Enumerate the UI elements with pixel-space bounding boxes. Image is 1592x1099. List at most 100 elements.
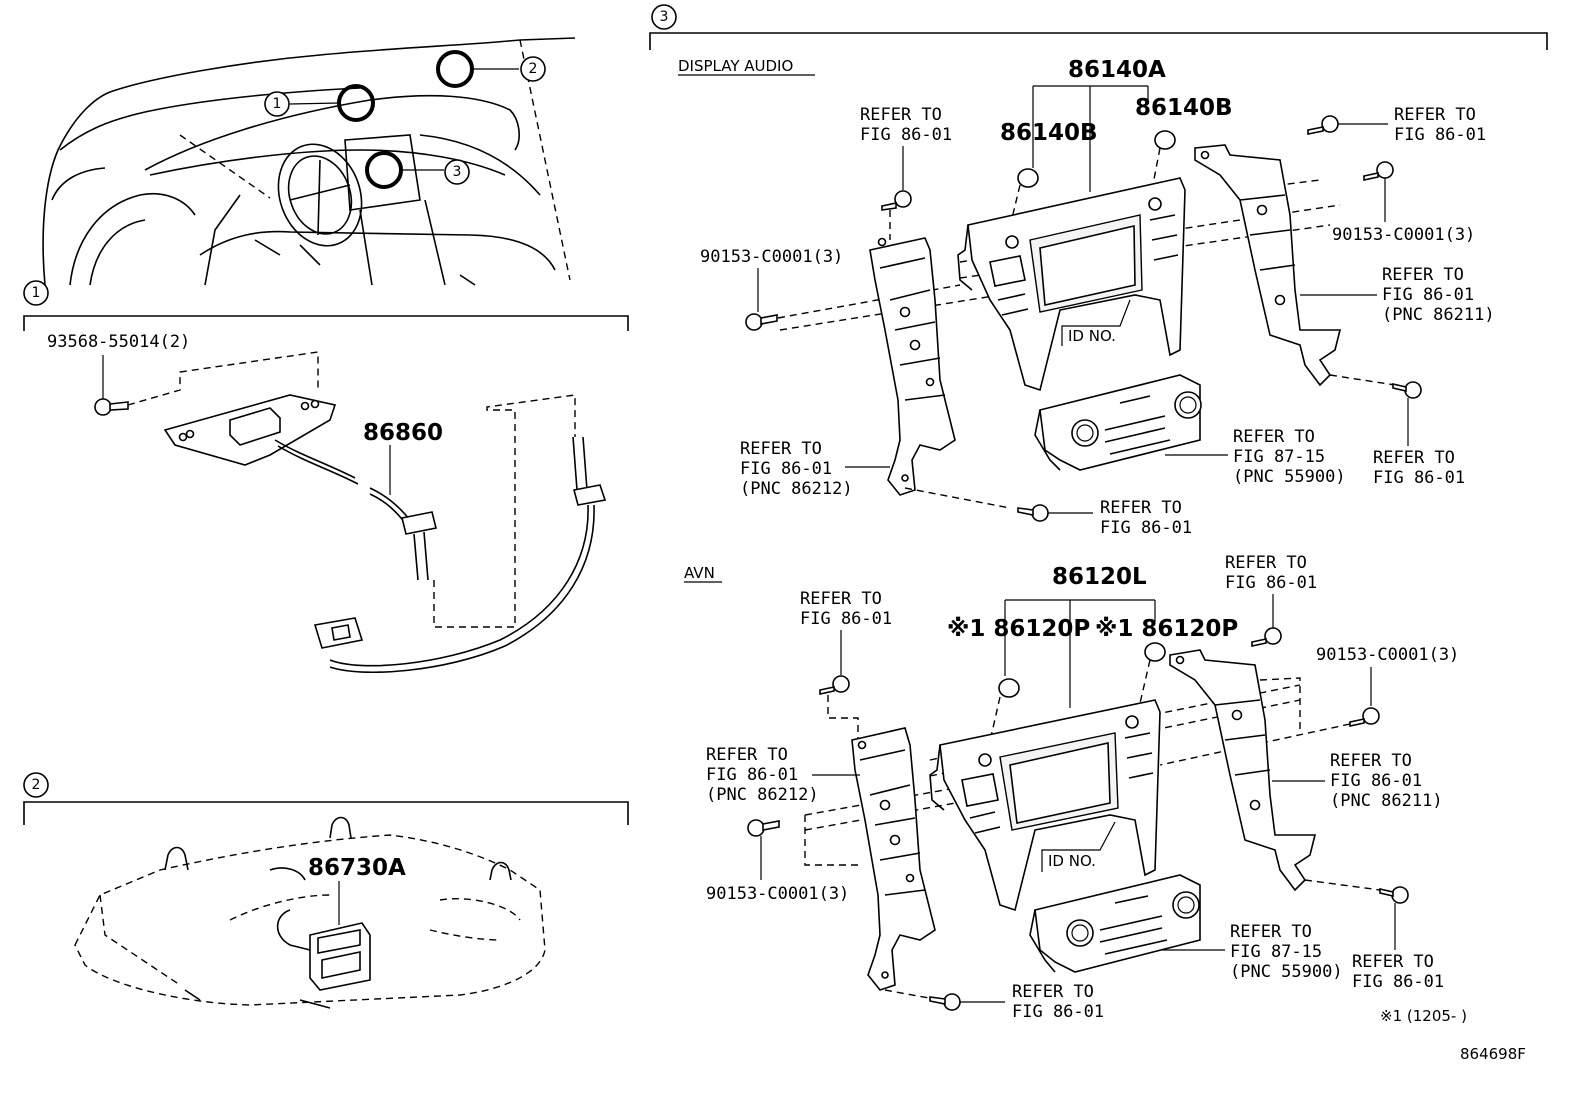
bolt-90153-label: 90153-C0001(3) (700, 247, 843, 267)
svg-text:2: 2 (32, 777, 41, 793)
callout-3-overview: 3 (444, 159, 470, 185)
section-3-callout (651, 4, 677, 30)
usb-module (276, 909, 371, 991)
svg-text:3: 3 (660, 9, 669, 25)
part-86140B-left-label: 86140B (1000, 120, 1098, 146)
car-overview: 1 2 3 (42, 37, 576, 286)
svg-text:REFER TO: REFER TO (706, 745, 788, 765)
screw-icon (1017, 504, 1049, 522)
bolt-90153-label: 90153-C0001(3) (1332, 225, 1475, 245)
svg-text:FIG 86-01: FIG 86-01 (1225, 573, 1317, 593)
footnote: ※1 (1205- ) (1380, 1007, 1467, 1025)
svg-text:REFER TO: REFER TO (1012, 982, 1094, 1002)
bracket-left (851, 727, 936, 991)
svg-text:FIG 86-01: FIG 86-01 (1330, 771, 1422, 791)
svg-text:FIG 86-01: FIG 86-01 (1352, 972, 1444, 992)
bolt-90153-label: 90153-C0001(3) (1316, 645, 1459, 665)
svg-text:FIG 87-15: FIG 87-15 (1233, 447, 1325, 467)
svg-text:1: 1 (273, 96, 282, 112)
svg-text:REFER TO: REFER TO (1352, 952, 1434, 972)
svg-text:REFER TO: REFER TO (1233, 427, 1315, 447)
svg-text:FIG 86-01: FIG 86-01 (1394, 125, 1486, 145)
part-86140B-right-label: 86140B (1135, 95, 1233, 121)
section-2: 2 86730A (23, 772, 629, 1009)
svg-text:FIG 86-01: FIG 86-01 (1382, 285, 1474, 305)
svg-text:REFER TO: REFER TO (1225, 553, 1307, 573)
bracket-right (1194, 144, 1342, 387)
svg-text:REFER TO: REFER TO (740, 439, 822, 459)
callout-2-overview: 2 (520, 56, 546, 82)
knob-86120P-left (998, 678, 1020, 698)
callout-1-overview: 1 (264, 91, 290, 117)
svg-text:(PNC 55900): (PNC 55900) (1230, 962, 1343, 982)
overhead-console (74, 816, 546, 1009)
bolt-icon (745, 313, 778, 331)
svg-text:1: 1 (32, 285, 41, 301)
svg-text:(PNC 86211): (PNC 86211) (1382, 305, 1495, 325)
knob-86140B-right (1154, 130, 1176, 150)
section-1: 1 93568-55014(2) 86860 (23, 280, 629, 673)
bolt-icon (747, 819, 780, 837)
section-3: 3 DISPLAY AUDIO 86140A 86140B 86140B REF… (649, 4, 1548, 1025)
part-86120P-left-label: ※1 86120P (947, 616, 1090, 642)
svg-text:FIG 86-01: FIG 86-01 (1012, 1002, 1104, 1022)
bracket-right (1169, 649, 1317, 892)
screw-icon (1392, 381, 1422, 399)
svg-text:2: 2 (529, 61, 538, 77)
svg-text:REFER TO: REFER TO (1382, 265, 1464, 285)
part-86730A-label: 86730A (308, 855, 406, 881)
display-audio-title: DISPLAY AUDIO (678, 57, 793, 75)
head-unit-avn (929, 699, 1161, 912)
bolt-93568-label: 93568-55014(2) (47, 332, 190, 352)
head-unit-display-audio (957, 177, 1186, 392)
svg-text:(PNC 55900): (PNC 55900) (1233, 467, 1346, 487)
svg-text:REFER TO: REFER TO (1373, 448, 1455, 468)
part-86120L-label: 86120L (1052, 564, 1147, 590)
svg-text:REFER TO: REFER TO (1100, 498, 1182, 518)
bolt-icon (1349, 707, 1380, 727)
screw-icon (929, 993, 961, 1011)
figure-code: 864698F (1460, 1045, 1526, 1063)
bolt-icon (1363, 161, 1394, 181)
svg-text:FIG 86-01: FIG 86-01 (860, 125, 952, 145)
svg-text:FIG 86-01: FIG 86-01 (1100, 518, 1192, 538)
part-86140A-label: 86140A (1068, 57, 1166, 83)
part-86120P-right-label: ※1 86120P (1095, 616, 1238, 642)
part-86860-label: 86860 (363, 420, 443, 446)
display-audio-group: DISPLAY AUDIO 86140A 86140B 86140B REFER… (678, 57, 1495, 538)
svg-text:REFER TO: REFER TO (1230, 922, 1312, 942)
climate-panel (1029, 874, 1201, 973)
svg-text:FIG 86-01: FIG 86-01 (800, 609, 892, 629)
svg-text:REFER TO: REFER TO (1330, 751, 1412, 771)
climate-panel (1034, 374, 1202, 471)
avn-title: AVN (684, 564, 715, 582)
svg-text:3: 3 (453, 164, 462, 180)
knob-86140B-left (1017, 168, 1039, 188)
section-2-callout (23, 772, 49, 798)
svg-text:(PNC 86211): (PNC 86211) (1330, 791, 1443, 811)
section-1-callout (23, 280, 49, 306)
usb-cable (274, 436, 607, 673)
bracket-left (869, 237, 956, 496)
svg-text:FIG 87-15: FIG 87-15 (1230, 942, 1322, 962)
bolt-icon (94, 398, 129, 416)
screw-icon (1379, 886, 1409, 904)
avn-group: AVN 86120L ※1 86120P ※1 86120P REFER TO … (684, 553, 1467, 1025)
svg-text:REFER TO: REFER TO (1394, 105, 1476, 125)
svg-text:REFER TO: REFER TO (860, 105, 942, 125)
screw-icon (881, 190, 912, 211)
usb-bracket (163, 394, 337, 466)
svg-text:REFER TO: REFER TO (800, 589, 882, 609)
svg-text:FIG 86-01: FIG 86-01 (740, 459, 832, 479)
svg-text:FIG 86-01: FIG 86-01 (706, 765, 798, 785)
screw-icon (819, 675, 850, 695)
screw-icon (1307, 115, 1339, 135)
id-no-label: ID NO. (1068, 327, 1116, 345)
screw-icon (1251, 627, 1282, 647)
id-no-label: ID NO. (1048, 852, 1096, 870)
knob-86120P-right (1144, 642, 1166, 662)
svg-text:FIG 86-01: FIG 86-01 (1373, 468, 1465, 488)
svg-text:(PNC 86212): (PNC 86212) (706, 785, 819, 805)
bolt-90153-label: 90153-C0001(3) (706, 884, 849, 904)
